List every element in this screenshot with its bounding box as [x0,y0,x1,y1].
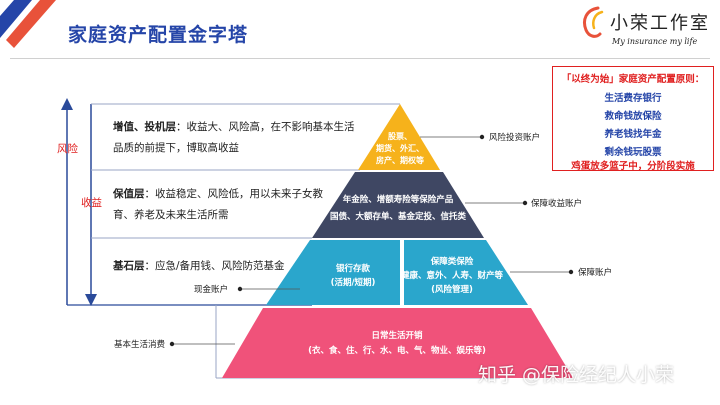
layer-middle-desc-line2: 育、养老及未来生活所需 [113,209,229,221]
tier-base-left-line: (活期/短期) [331,277,376,288]
principle-line: 救命钱放保险 [604,111,662,122]
account-guaranteed-return: 保障收益账户 [531,199,583,209]
account-basic-living: 基本生活消费 [114,340,166,350]
header-divider [10,58,710,59]
connector-dot [568,269,574,275]
tier-middle-line: 年金险、增额寿险等保险产品 [343,194,454,205]
tier-top-line: 期货、外汇、 [376,143,424,153]
layer-base-desc: ：应急/备用钱、风险防范基金 [144,260,285,272]
tier-foundation-line: (衣、食、住、行、水、电、气、物业、娱乐等) [308,345,486,356]
layer-top-title: 增值、投机层 [113,121,176,133]
tier-base-right-line: 健康、意外、人寿、财产等 [401,270,504,281]
connector-dot [522,200,528,206]
connector-dot [479,134,485,140]
layer-middle-title: 保值层 [113,188,145,200]
layer-top-description: 增值、投机层：收益大、风险高，在不影响基本生活 品质的前提下，博取高收益 [113,117,363,159]
layer-middle-desc: ：收益稳定、风险低，用以未来子女教 [144,188,324,200]
tier-foundation-line: 日常生活开销 [371,330,423,341]
logo-stripes-icon [0,0,56,48]
page-title: 家庭资产配置金字塔 [68,24,249,46]
layer-base-title: 基石层 [113,260,145,272]
account-cash: 现金账户 [194,285,229,295]
tier-top-line: 房产、期权等 [376,155,424,165]
account-risk-investment: 风险投资账户 [489,133,541,143]
tier-top [358,104,440,170]
watermark: 知乎 @保险经纪人小荣 [478,364,675,386]
brand-name: 小荣工作室 [610,13,710,34]
principle-footer: 鸡蛋放多篮子中，分阶段实施 [571,161,695,172]
tier-base-left-line: 银行存款 [335,263,371,274]
tier-middle [312,172,484,238]
principle-box: 「以终为始」家庭资产配置原则： 生活费存银行 救命钱放保险 养老钱找年金 剩余钱… [552,66,714,172]
risk-label: 风险 [57,143,78,155]
tier-base-right-line: 保障类保险 [430,256,474,267]
tier-top-line: 股票、 [388,131,412,141]
brand-swirl-icon [583,6,604,38]
connector-dot [169,341,175,347]
principle-line: 生活费存银行 [604,93,662,104]
return-label: 收益 [81,197,102,209]
layer-base-description: 基石层：应急/备用钱、风险防范基金 [113,256,313,277]
layer-top-desc: ：收益大、风险高，在不影响基本生活 [176,121,355,133]
layer-middle-description: 保值层：收益稳定、风险低，用以未来子女教 育、养老及未来生活所需 [113,184,343,226]
principle-heading: 「以终为始」家庭资产配置原则： [561,74,705,85]
tier-foundation [222,308,573,378]
layer-top-desc-line2: 品质的前提下，博取高收益 [113,142,239,154]
brand-logo: 小荣工作室 My insurance my life [576,4,716,54]
brand-tagline: My insurance my life [612,37,698,46]
tier-middle-line: 国债、大额存单、基金定投、信托类 [330,211,467,222]
tier-base-right [404,240,528,305]
account-protection: 保障账户 [578,268,613,278]
principle-line: 剩余钱玩股票 [604,147,662,158]
tier-base-right-line: (风险管理) [431,284,473,295]
connector-dot [237,286,243,292]
principle-line: 养老钱找年金 [604,129,662,140]
